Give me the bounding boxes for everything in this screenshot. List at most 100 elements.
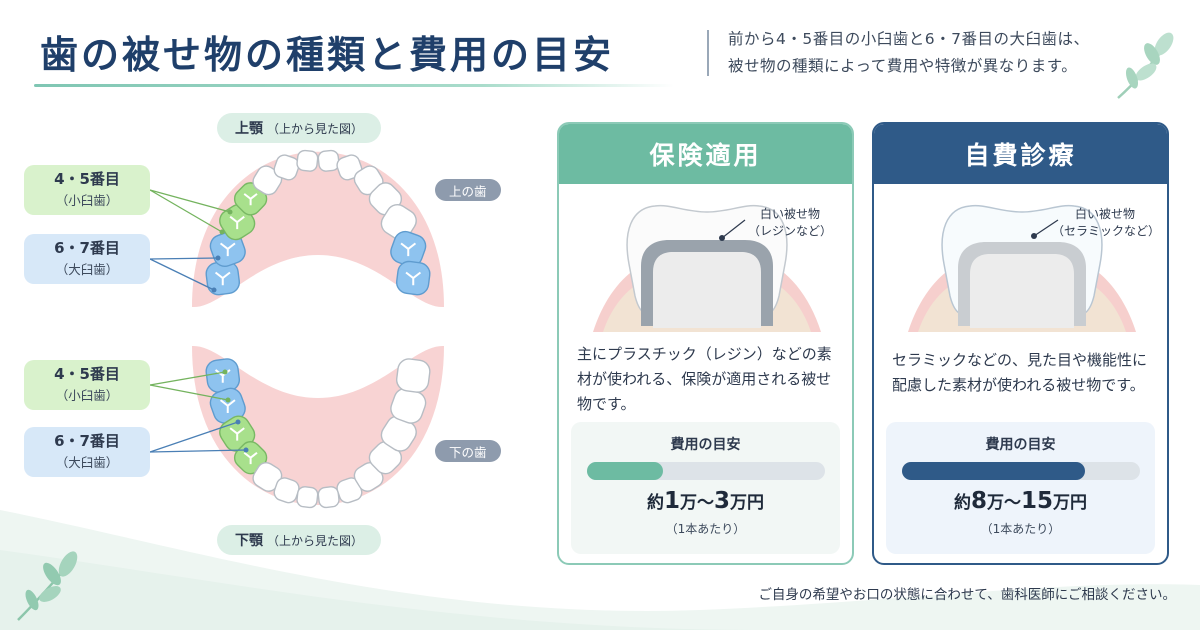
title-underline [34, 84, 674, 87]
lower-molar-tag-main: 6・7番目 [54, 432, 120, 450]
self-pay-price-unit-1: 万～ [987, 493, 1021, 513]
insurance-annotation-line-2: （レジンなど） [747, 224, 832, 238]
self-pay-price: 約8万～15万円 [886, 488, 1155, 514]
insurance-price-unit-2: 万円 [730, 493, 765, 513]
subtitle-line-2: 被せ物の種類によって費用や特徴が異なります。 [728, 57, 1078, 75]
self-pay-annotation-line-2: （セラミックなど） [1052, 224, 1161, 238]
insurance-price-unit-1: 万～ [680, 493, 714, 513]
leader-dot [222, 369, 228, 375]
upper-molar-tag-main: 6・7番目 [54, 239, 120, 257]
self-pay-price-high: 15 [1021, 488, 1054, 514]
plain-tooth [395, 358, 431, 393]
leader-line [149, 189, 231, 213]
page-title: 歯の被せ物の種類と費用の目安 [40, 33, 615, 77]
leader-line [149, 189, 223, 233]
leader-lines [149, 189, 249, 453]
insurance-cost-label: 費用の目安 [670, 437, 741, 453]
leader-line [149, 384, 229, 401]
lower-jaw-label-sub: （上から見た図） [267, 533, 364, 548]
insurance-crown-annotation: 白い被せ物 （レジンなど） [737, 206, 843, 240]
footer-note: ご自身の希望やお口の状態に合わせて、歯科医師にご相談ください。 [758, 587, 1176, 603]
lower-premolar-tag-sub: （小臼歯） [55, 388, 119, 403]
self-pay-card-title: 自費診療 [874, 124, 1167, 184]
resin-crown-tooth-icon [593, 204, 821, 332]
self-pay-cost-label: 費用の目安 [985, 437, 1056, 453]
self-pay-price-low: 8 [970, 488, 987, 514]
leader-dot [219, 229, 225, 235]
self-pay-crown-annotation: 白い被せ物 （セラミックなど） [1052, 206, 1161, 240]
lower-teeth-label: 下の歯 [435, 440, 501, 462]
tooth-groove [219, 399, 236, 413]
insurance-per-unit: （1本あたり） [665, 522, 746, 536]
leader-dot [211, 287, 217, 293]
insurance-cost-bar [587, 462, 825, 480]
header-divider [707, 30, 709, 76]
leader-line [149, 257, 219, 260]
self-pay-cost-bar-fill [902, 462, 1086, 480]
tooth-groove [405, 271, 422, 286]
tooth-groove [214, 369, 231, 383]
background-wave [0, 510, 1200, 630]
tooth-groove [219, 242, 236, 257]
insurance-cost-bar-fill [587, 462, 664, 480]
upper-premolar-tag-sub: （小臼歯） [55, 193, 119, 208]
insurance-price: 約1万～3万円 [571, 488, 840, 514]
leaf-sprig-icon [1117, 32, 1174, 99]
lower-jaw [192, 345, 444, 509]
lower-premolar-tag: 4・5番目 （小臼歯） [24, 360, 150, 410]
self-pay-price-prefix: 約 [953, 493, 971, 513]
upper-molar-tag-sub: （大臼歯） [55, 262, 119, 277]
leader-line [149, 421, 239, 453]
header: 歯の被せ物の種類と費用の目安 前から4・5番目の小臼歯と6・7番目の大臼歯は、 … [0, 0, 1200, 100]
tooth-groove [229, 215, 245, 230]
insurance-price-high: 3 [714, 488, 731, 514]
insurance-cost-box: 費用の目安 約1万～3万円 （1本あたり） [571, 422, 840, 554]
leaf-sprig-icon [17, 551, 78, 621]
ceramic-crown-tooth-icon [908, 204, 1136, 332]
page-subtitle: 前から4・5番目の小臼歯と6・7番目の大臼歯は、 被せ物の種類によって費用や特徴… [728, 26, 1128, 80]
upper-premolar-tag-main: 4・5番目 [54, 170, 120, 188]
lower-jaw-label: 下顎 （上から見た図） [217, 525, 382, 555]
upper-jaw-label: 上顎（上から見た図） [217, 113, 382, 143]
insurance-annotation-line-1: 白い被せ物 [759, 207, 820, 221]
self-pay-annotation-line-1: 白い被せ物 [1074, 207, 1135, 221]
upper-premolar-tag: 4・5番目 （小臼歯） [24, 165, 150, 215]
tooth-groove [243, 451, 258, 465]
insurance-price-prefix: 約 [646, 493, 664, 513]
self-pay-cost-bar [902, 462, 1140, 480]
upper-jaw [192, 149, 444, 308]
upper-jaw-label-sub: （上から見た図） [267, 121, 364, 136]
plain-tooth [273, 154, 300, 181]
subtitle-line-1: 前から4・5番目の小臼歯と6・7番目の大臼歯は、 [728, 30, 1090, 48]
lower-premolar-tag-main: 4・5番目 [54, 365, 120, 383]
leader-dot [235, 419, 241, 425]
tooth-groove [229, 427, 245, 441]
insurance-card: 保険適用 白い被せ物 （レジンなど） 主にプラスチック（レジン）などの素材が使わ… [557, 122, 854, 565]
insurance-card-title: 保険適用 [559, 124, 852, 184]
plain-tooth [317, 486, 340, 509]
leader-line [149, 258, 215, 291]
self-pay-cost-box: 費用の目安 約8万～15万円 （1本あたり） [886, 422, 1155, 554]
self-pay-price-unit-2: 万円 [1053, 493, 1088, 513]
leader-line [149, 371, 226, 386]
lower-molar-tag: 6・7番目 （大臼歯） [24, 427, 150, 477]
insurance-price-low: 1 [663, 488, 680, 514]
leader-dot [227, 209, 233, 215]
plain-tooth [380, 204, 417, 241]
tooth-groove [243, 193, 258, 206]
self-pay-per-unit: （1本あたり） [980, 522, 1061, 536]
tooth-groove [214, 271, 231, 286]
tooth-groove [400, 242, 417, 257]
lower-jaw-label-main: 下顎 [235, 533, 263, 549]
leader-line [149, 449, 247, 453]
insurance-description: 主にプラスチック（レジン）などの素材が使われる、保険が適用される被せ物です。 [577, 345, 832, 413]
self-pay-card: 自費診療 白い被せ物 （セラミックなど） セラミックなどの、見た目や機能性に配慮… [872, 122, 1169, 565]
upper-teeth-label: 上の歯 [435, 179, 501, 201]
lower-molar-tag-sub: （大臼歯） [55, 455, 119, 470]
jaw-diagram: 上顎（上から見た図） 上の歯 4・5番目 （小臼歯） 6・7番目 （大臼歯） 4… [0, 100, 540, 580]
upper-molar-tag: 6・7番目 （大臼歯） [24, 234, 150, 284]
plain-tooth [317, 149, 340, 172]
jaw-illustration [149, 149, 444, 509]
self-pay-description: セラミックなどの、見た目や機能性に配慮した素材が使われる被せ物です。 [892, 351, 1148, 394]
plain-tooth [296, 149, 319, 172]
